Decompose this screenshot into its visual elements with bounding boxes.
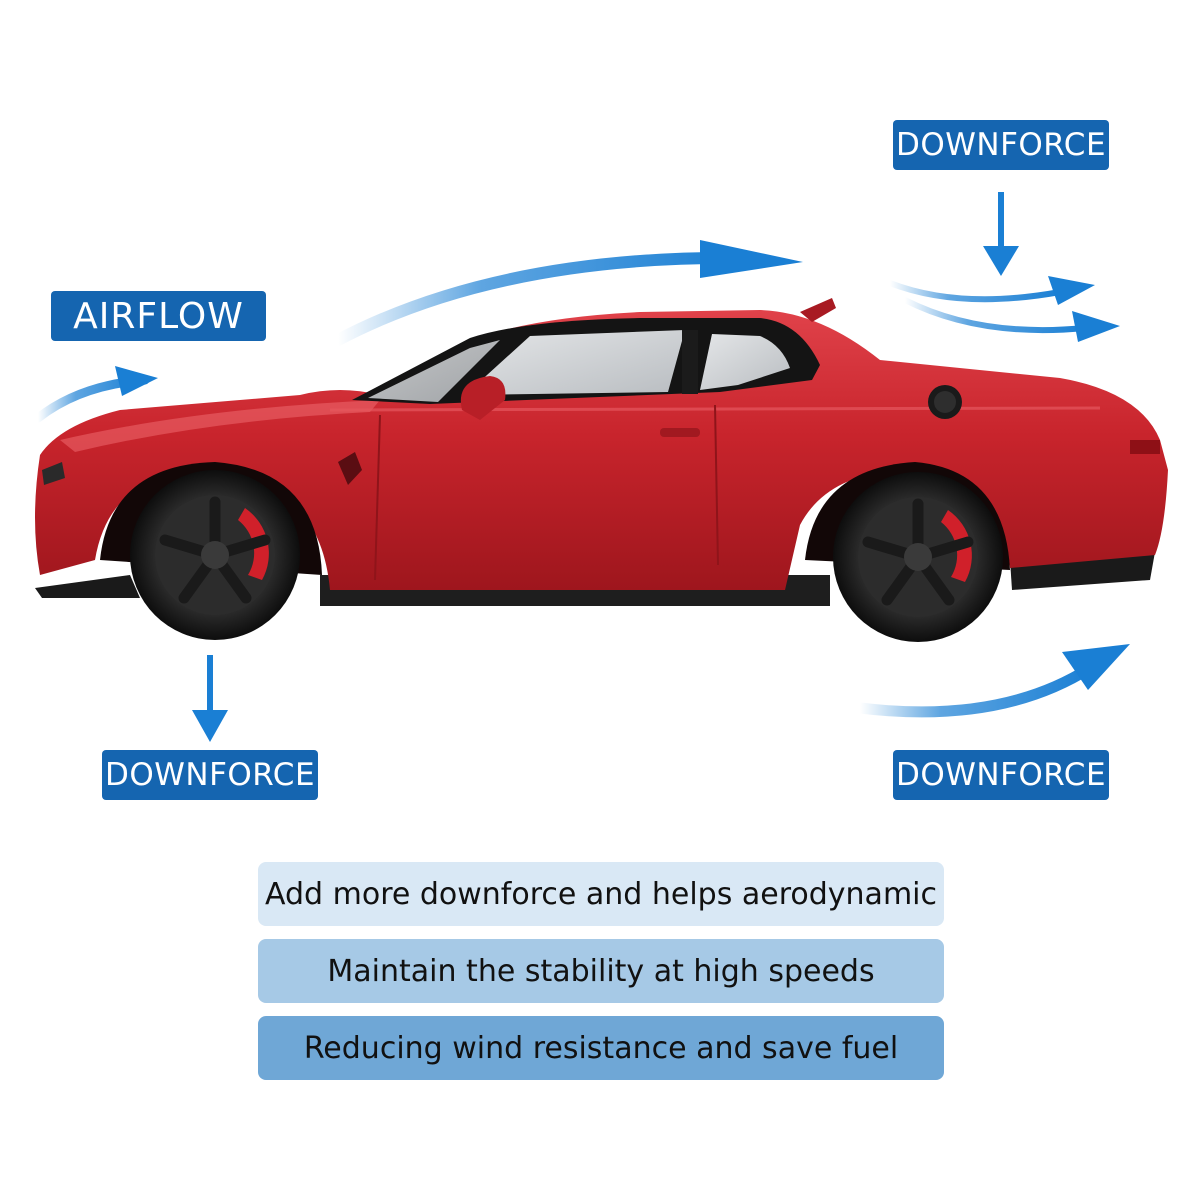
front-wheel	[130, 470, 300, 640]
car	[35, 298, 1168, 642]
headlight	[42, 462, 65, 485]
benefit-downforce: Add more downforce and helps aerodynamic	[258, 862, 944, 926]
rear-spoiler	[800, 298, 836, 322]
car-rear-window	[700, 334, 790, 390]
door-handle	[660, 428, 700, 437]
downforce-label-bottom-left: DOWNFORCE	[102, 750, 318, 800]
tail-light	[1130, 440, 1160, 454]
benefit-fuel: Reducing wind resistance and save fuel	[258, 1016, 944, 1080]
downforce-label-top: DOWNFORCE	[893, 120, 1109, 170]
benefit-stability: Maintain the stability at high speeds	[258, 939, 944, 1003]
downforce-arrow-front	[192, 655, 228, 742]
downforce-arrow-top	[983, 192, 1019, 276]
airflow-arrow-rear-upper	[887, 276, 1095, 305]
car-body	[35, 310, 1168, 590]
car-front-window	[465, 330, 685, 395]
rear-wheel	[833, 472, 1003, 642]
airflow-arrow-front	[33, 366, 158, 423]
airflow-label: AIRFLOW	[51, 291, 266, 341]
airflow-arrow-roof	[332, 240, 803, 346]
downforce-label-bottom-right: DOWNFORCE	[893, 750, 1109, 800]
airflow-arrow-rear-lower	[902, 297, 1120, 342]
airflow-arrow-rear-under	[854, 644, 1130, 718]
side-mirror	[460, 376, 506, 420]
